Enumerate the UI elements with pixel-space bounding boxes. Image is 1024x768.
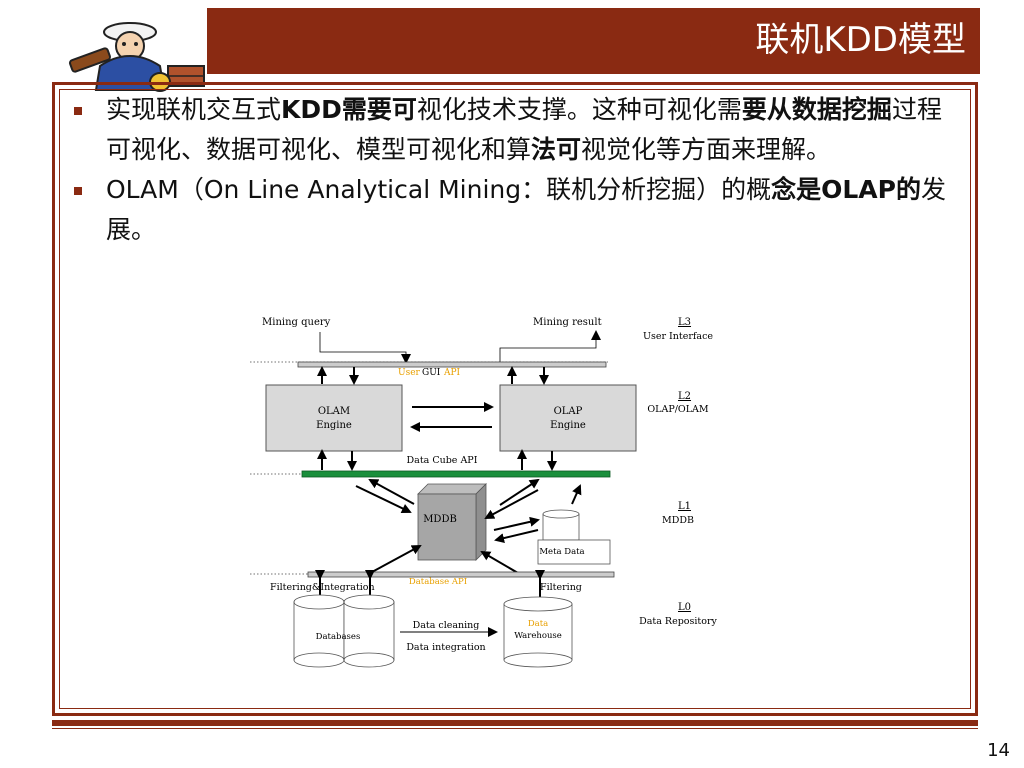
data-integration-label: Data integration	[406, 642, 485, 653]
database-api-label: Database API	[409, 577, 467, 587]
bullet-text-bold: 念是OLAP的	[771, 175, 921, 204]
l2-description: OLAP/OLAM	[647, 404, 709, 415]
bullet-text-bold: 法可	[531, 135, 582, 164]
olap-engine-label: Engine	[550, 420, 586, 431]
mddb-cube-front	[417, 493, 477, 561]
l1-description: MDDB	[662, 515, 694, 526]
footer-rule	[52, 720, 978, 730]
mddb-label: MDDB	[423, 514, 457, 525]
bullet-text-bold: KDD需要可	[281, 95, 417, 124]
olap-engine-box	[499, 384, 637, 452]
l3-description: User Interface	[643, 331, 713, 342]
title-bar: 联机KDD模型	[207, 8, 980, 74]
olam-engine-box	[265, 384, 403, 452]
olam-architecture-diagram: Mining query Mining result User GUI API …	[250, 308, 730, 688]
footer-rule-thick	[52, 720, 978, 726]
l0-label: L0	[678, 602, 691, 613]
database-cylinder	[343, 601, 395, 661]
result-arrow	[499, 330, 601, 362]
page-number: 14	[987, 740, 1010, 761]
diagonal-arrow	[494, 529, 539, 544]
l3-label: L3	[678, 317, 691, 328]
mining-result-label: Mining result	[533, 317, 602, 328]
l1-label: L1	[678, 501, 691, 512]
bullet-square-icon	[74, 187, 82, 195]
olam-engine-label: Engine	[316, 420, 352, 431]
user-gui-api-bar	[297, 361, 607, 368]
bullet-text-part: 视化技术支撑。这种可视化需	[416, 95, 742, 124]
mddb-cube-top	[417, 483, 487, 495]
query-arrow	[319, 332, 411, 364]
data-warehouse-cylinder	[503, 603, 573, 661]
data-cleaning-label: Data cleaning	[413, 620, 480, 631]
content-inner-frame	[59, 89, 971, 709]
data-warehouse-label: Warehouse	[514, 631, 562, 641]
diagonal-arrow	[371, 545, 422, 573]
meta-data-label: Meta Data	[539, 547, 584, 557]
olap-engine-label: OLAP	[554, 406, 583, 417]
bullet-text-part: 视觉化等方面来理解。	[581, 135, 832, 164]
l2-label: L2	[678, 391, 691, 402]
bullet-text-part: OLAM（On Line Analytical Mining：联机分析挖掘）的概	[106, 175, 772, 204]
diagonal-arrow	[571, 484, 582, 505]
l0-description: Data Repository	[639, 616, 717, 627]
diagonal-arrow	[484, 489, 539, 519]
bullet-text: OLAM（On Line Analytical Mining：联机分析挖掘）的概…	[106, 175, 946, 244]
content-frame	[52, 82, 978, 716]
diagonal-arrow	[480, 550, 519, 574]
user-gui-api-api: API	[443, 368, 461, 378]
bullet-item: OLAM（On Line Analytical Mining：联机分析挖掘）的概…	[62, 170, 962, 250]
bullet-text-part: 过程可视化、数据可视化、模型可视化和算	[106, 95, 942, 164]
meta-data-cylinder-top	[542, 509, 580, 519]
mining-query-label: Mining query	[262, 317, 331, 328]
mddb-cube-side	[475, 483, 487, 561]
bullet-text-part: 发展。	[106, 175, 946, 244]
bullet-text-bold: 要从数据挖掘	[741, 95, 892, 124]
diagonal-arrow	[355, 485, 412, 514]
page-title: 联机KDD模型	[755, 20, 966, 60]
bullet-item: 实现联机交互式KDD需要可视化技术支撑。这种可视化需要从数据挖掘过程可视化、数据…	[62, 90, 962, 170]
diagonal-arrow	[499, 478, 540, 506]
data-cube-api-label: Data Cube API	[407, 455, 478, 466]
footer-rule-thin	[52, 728, 978, 729]
data-cube-api-bar	[301, 470, 611, 478]
miner-logo	[60, 6, 210, 92]
filtering-label: Filtering	[540, 582, 582, 593]
data-warehouse-label: Data	[528, 619, 548, 629]
bullet-text-part: 实现联机交互式	[106, 95, 282, 124]
filtering-integration-label: Filtering&Integration	[270, 582, 375, 593]
user-gui-api-user: User	[398, 368, 421, 378]
bullet-square-icon	[74, 107, 82, 115]
database-cylinder	[293, 601, 345, 661]
databases-label: Databases	[316, 632, 361, 642]
olam-engine-label: OLAM	[318, 406, 350, 417]
miner-logo-icon	[68, 22, 205, 92]
user-gui-api-gui: GUI	[422, 368, 441, 378]
bullet-text: 实现联机交互式KDD需要可视化技术支撑。这种可视化需要从数据挖掘过程可视化、数据…	[106, 95, 942, 164]
diagonal-arrow	[368, 479, 415, 505]
database-api-bar	[307, 571, 615, 578]
bullet-list: 实现联机交互式KDD需要可视化技术支撑。这种可视化需要从数据挖掘过程可视化、数据…	[62, 90, 962, 250]
meta-data-box	[537, 539, 611, 565]
diagonal-arrow	[493, 516, 540, 531]
